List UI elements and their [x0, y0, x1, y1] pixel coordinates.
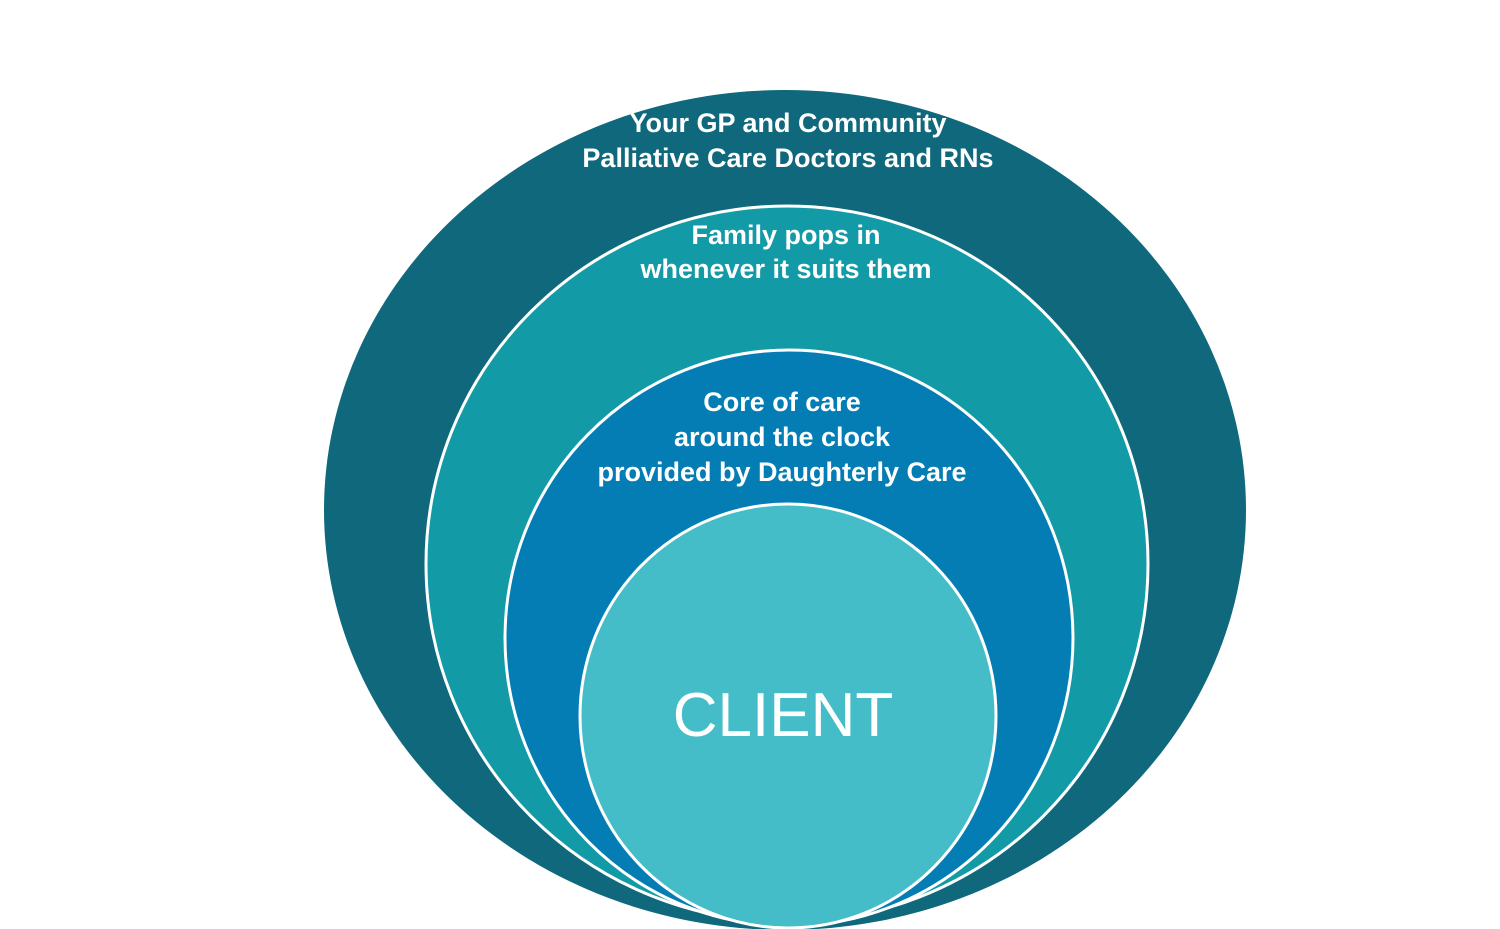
- arc-label: Diagnosis & requested Treatment Plan: [545, 0, 1074, 39]
- core-ring-label-line-3: provided by Daughterly Care: [597, 457, 966, 487]
- client-label: CLIENT: [673, 681, 893, 750]
- core-ring-label-line-2: around the clock: [674, 422, 891, 452]
- ring-client: [578, 502, 998, 929]
- outer-ring-label-line-1: Your GP and Community: [629, 108, 946, 138]
- family-ring-label-line-1: Family pops in: [691, 220, 880, 250]
- core-ring-label-line-1: Core of care: [703, 387, 861, 417]
- arc-label-text: Diagnosis & requested Treatment Plan: [545, 0, 1074, 39]
- outer-ring-label-line-2: Palliative Care Doctors and RNs: [582, 143, 993, 173]
- family-ring-label-line-2: whenever it suits them: [639, 254, 931, 284]
